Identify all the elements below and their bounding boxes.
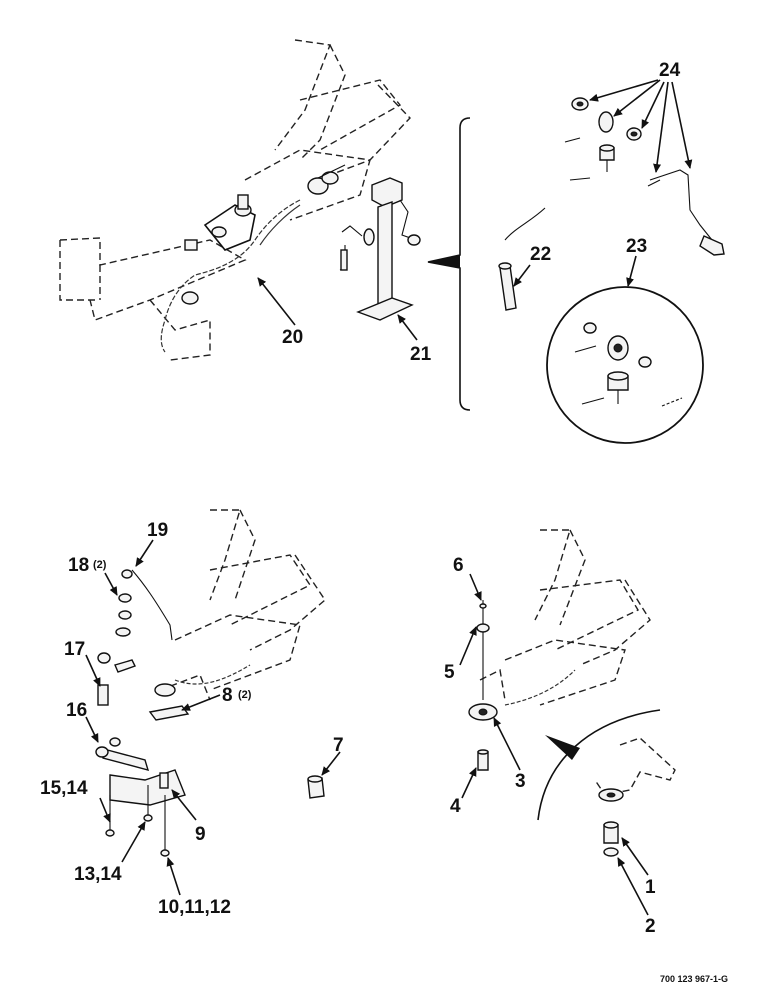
callout-10-11-12: 10,11,12: [158, 897, 231, 918]
callout-19: 19: [147, 520, 168, 541]
callout-9: 9: [195, 824, 206, 845]
callout-22: 22: [530, 244, 551, 265]
callout-labels: 24 22 23 20 21 19 18 (2) 17 16 15,14 13,…: [40, 60, 728, 984]
bottom-left-parts: [95, 569, 325, 857]
callout-13-14: 13,14: [74, 864, 122, 885]
jack-exploded-parts: [498, 97, 725, 311]
callout-23: 23: [626, 236, 647, 257]
callout-8: 8: [222, 685, 233, 706]
hitch-frame-assembly: [59, 39, 411, 361]
leader-lines: [85, 79, 693, 916]
callout-1: 1: [645, 877, 656, 898]
callout-4: 4: [450, 796, 461, 817]
detail-bracket: [427, 117, 471, 411]
jack-assembly: [339, 177, 421, 321]
drawing-number: 700 123 967-1-G: [660, 974, 728, 984]
callout-7: 7: [333, 735, 344, 756]
callout-17: 17: [64, 639, 85, 660]
callout-6: 6: [453, 555, 464, 576]
safety-chain: [160, 199, 301, 353]
callout-16: 16: [66, 700, 87, 721]
callout-21: 21: [410, 344, 432, 365]
callout-20: 20: [282, 327, 303, 348]
detail-circle-23: [546, 286, 704, 444]
bottom-right-frame: [468, 529, 676, 857]
callout-5: 5: [444, 662, 455, 683]
callout-3: 3: [515, 771, 526, 792]
callout-15-14: 15,14: [40, 778, 88, 799]
callout-24: 24: [659, 60, 681, 81]
callout-18: 18: [68, 555, 89, 576]
callout-18-qty: (2): [93, 559, 107, 571]
callout-2: 2: [645, 916, 656, 937]
bottom-left-frame: [159, 509, 326, 701]
callout-8-qty: (2): [238, 689, 252, 701]
